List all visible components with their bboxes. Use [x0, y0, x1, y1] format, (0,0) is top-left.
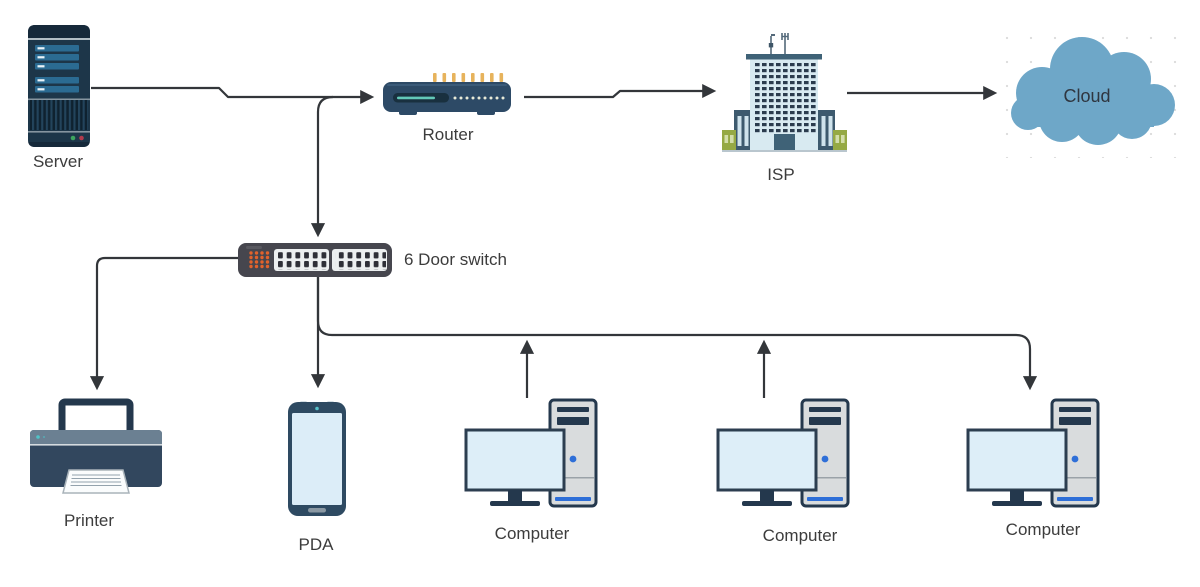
- node-pda[interactable]: [286, 401, 348, 517]
- cloud-icon: [1011, 37, 1175, 145]
- computer-icon: [464, 398, 598, 508]
- edge-link-switch: [310, 95, 334, 238]
- pda-label: PDA: [298, 535, 334, 554]
- edge-switch-computer3: [316, 277, 1038, 391]
- switch-label: 6 Door switch: [404, 250, 507, 269]
- computer-1-label: Computer: [494, 524, 570, 543]
- edge-server-router: [91, 86, 375, 105]
- server-label: Server: [32, 152, 84, 171]
- computer-icon: [716, 398, 850, 508]
- node-printer[interactable]: [28, 396, 164, 500]
- node-computer-3[interactable]: [962, 398, 1102, 510]
- printer-label: Printer: [63, 511, 115, 530]
- node-router[interactable]: [377, 68, 517, 118]
- printer-icon: [30, 398, 162, 494]
- computer-icon: [966, 398, 1100, 508]
- router-icon: [383, 73, 511, 115]
- isp-label: ISP: [767, 165, 795, 184]
- node-isp[interactable]: [722, 32, 847, 156]
- pda-icon: [288, 401, 346, 516]
- node-computer-1[interactable]: [460, 398, 600, 510]
- computer-2-label: Computer: [762, 526, 838, 545]
- router-label: Router: [422, 125, 474, 144]
- edge-switch-printer: [89, 256, 238, 391]
- computer-3-label: Computer: [1005, 520, 1081, 539]
- node-computer-2[interactable]: [712, 398, 852, 510]
- edge-router-isp: [524, 83, 717, 99]
- server-icon: [28, 25, 90, 147]
- isp-building-icon: [722, 33, 847, 152]
- node-server[interactable]: [27, 25, 91, 147]
- node-switch[interactable]: [238, 243, 392, 277]
- switch-icon: [238, 243, 392, 277]
- cloud-label: Cloud: [1063, 86, 1111, 106]
- node-cloud[interactable]: [1002, 33, 1182, 148]
